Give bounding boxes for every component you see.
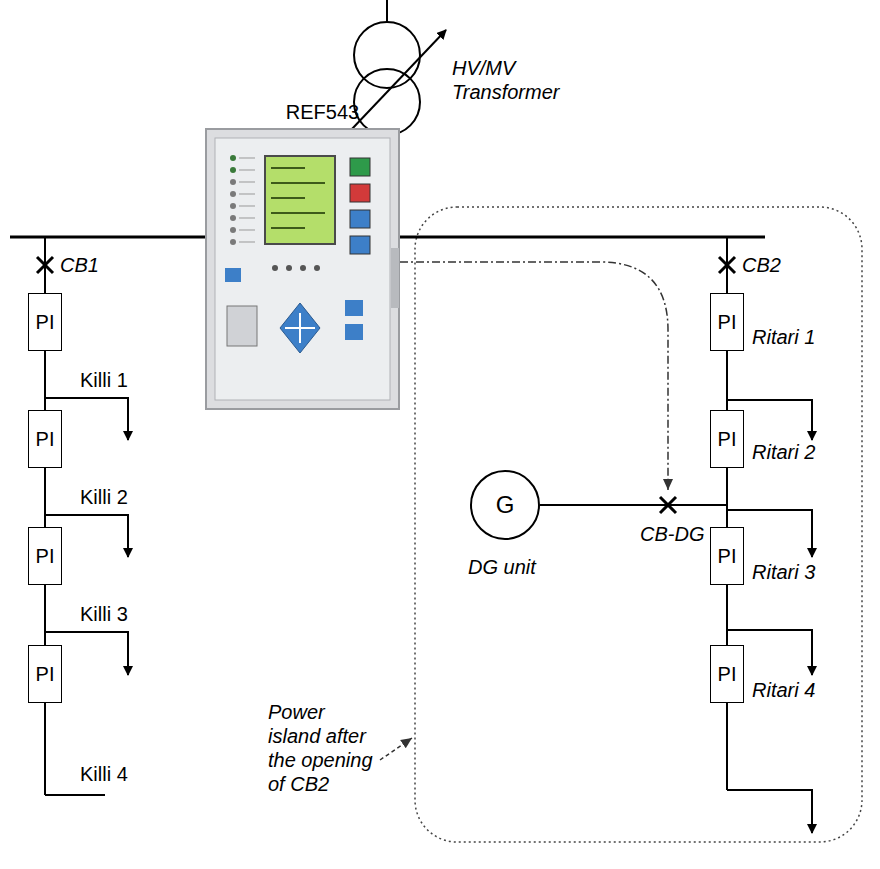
callout-text: Power island after the opening of CB2 [268, 700, 382, 796]
part-label: Ritari 2 [752, 440, 815, 464]
node-label: PI [36, 310, 55, 334]
pi-box: PI [710, 410, 744, 468]
device-label: REF543 [245, 100, 400, 124]
part-label: Killi 2 [80, 485, 128, 509]
wire-connector [726, 585, 728, 645]
part-label: CB2 [742, 253, 781, 277]
relay-illustration [205, 128, 400, 410]
wire-connector [726, 351, 728, 410]
part-label: Ritari 4 [752, 678, 815, 702]
part-label: Killi 1 [80, 368, 128, 392]
node-label: G [496, 491, 515, 520]
generator-circle: G [470, 470, 540, 540]
part-label: CB-DG [640, 522, 704, 546]
leader-line [380, 738, 412, 760]
node-label: PI [718, 544, 737, 568]
pi-box: PI [28, 645, 62, 703]
node-label: PI [36, 662, 55, 686]
relay-device: REF543 [205, 100, 400, 410]
wire-connector [726, 468, 728, 527]
control-signal-line [400, 262, 668, 490]
feeder-wires [45, 237, 812, 833]
pi-box: PI [710, 293, 744, 351]
part-label: DG unit [468, 555, 536, 579]
pi-box: PI [28, 527, 62, 585]
node-label: PI [718, 310, 737, 334]
part-label: HV/MV Transformer [452, 56, 574, 104]
wire-connector [44, 351, 46, 410]
part-label: Ritari 1 [752, 325, 815, 349]
node-label: PI [718, 662, 737, 686]
wire-connector [44, 585, 46, 645]
part-label: Ritari 3 [752, 560, 815, 584]
node-label: PI [36, 544, 55, 568]
pi-box: PI [28, 410, 62, 468]
part-label: Killi 4 [80, 762, 128, 786]
pi-box: PI [710, 527, 744, 585]
part-label: Killi 3 [80, 602, 128, 626]
node-label: PI [36, 427, 55, 451]
pi-box: PI [710, 645, 744, 703]
wire-connector [44, 468, 46, 527]
part-label: CB1 [60, 253, 99, 277]
pi-box: PI [28, 293, 62, 351]
power-island-outline [415, 207, 862, 842]
node-label: PI [718, 427, 737, 451]
